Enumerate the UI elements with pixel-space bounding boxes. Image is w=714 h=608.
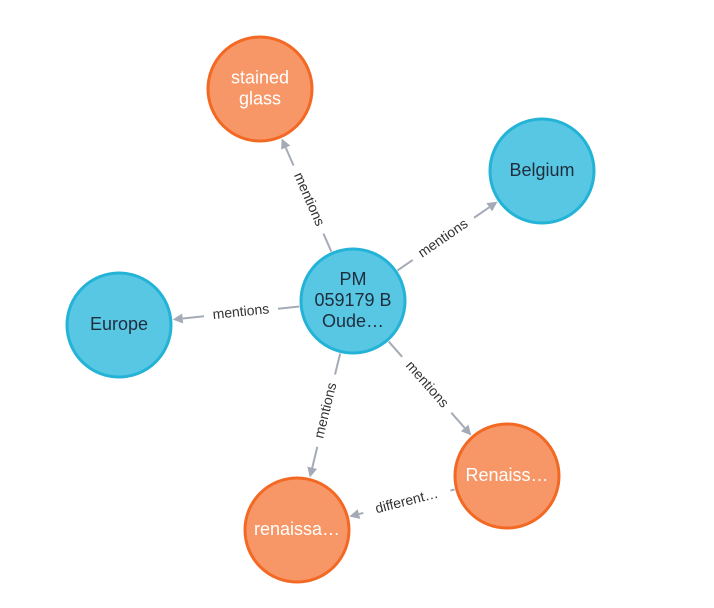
edge-line-segment: [358, 511, 364, 516]
edge-line-segment: [473, 206, 490, 219]
node-circle: [206, 35, 314, 143]
edge-label: mentions: [310, 381, 339, 440]
edge-line-segment: [450, 412, 466, 429]
edge-label: different…: [373, 485, 439, 517]
edge-line-segment: [277, 305, 300, 310]
edge-line-segment: [284, 147, 295, 166]
edge-line-segment: [387, 340, 403, 358]
node-label-line: Belgium: [509, 160, 574, 180]
node-label-line: 059179 B: [314, 290, 391, 310]
edge-line-segment: [396, 259, 414, 272]
edge-label: mentions: [291, 170, 328, 228]
edge-line-segment: [182, 315, 205, 320]
edge-arrowhead: [281, 138, 291, 150]
node-renaissa_lower[interactable]: renaissa…: [243, 476, 351, 584]
edge-pm-belgium[interactable]: mentions: [396, 201, 498, 272]
edge-label: mentions: [415, 215, 471, 260]
edge-line-segment: [311, 446, 319, 469]
edge-arrowhead: [460, 424, 472, 436]
edge-pm-renaiss_upper[interactable]: mentions: [387, 340, 472, 436]
edge-label: mentions: [403, 357, 453, 410]
node-label-line: PM: [340, 269, 367, 289]
node-renaiss_upper[interactable]: Renaiss…: [453, 422, 561, 530]
edge-renaiss_upper-renaissa_lower[interactable]: different…: [349, 485, 455, 519]
edge-line-segment: [334, 353, 342, 375]
edge-arrowhead: [172, 313, 184, 324]
node-circle: [488, 117, 596, 225]
node-belgium[interactable]: Belgium: [488, 117, 596, 225]
node-label-line: Renaiss…: [465, 465, 548, 485]
edge-label: mentions: [212, 300, 270, 322]
edge-line-segment: [322, 233, 333, 252]
node-circle: [453, 422, 561, 530]
node-label-line: Europe: [90, 314, 148, 334]
node-label-line: glass: [239, 88, 281, 108]
node-label-line: renaissa…: [254, 519, 340, 539]
node-circle: [65, 271, 173, 379]
node-label-line: stained: [231, 67, 289, 87]
edge-line-segment: [450, 488, 455, 492]
node-label-line: Oude…: [322, 311, 384, 331]
edge-pm-renaissa_lower[interactable]: mentions: [307, 353, 342, 478]
edge-pm-europe[interactable]: mentions: [172, 300, 300, 324]
node-circle: [299, 247, 407, 355]
edge-arrowhead: [486, 201, 498, 212]
edge-arrowhead: [307, 466, 318, 478]
edge-pm-stained[interactable]: mentions: [281, 138, 333, 252]
edge-arrowhead: [349, 509, 361, 519]
node-europe[interactable]: Europe: [65, 271, 173, 379]
node-circle: [243, 476, 351, 584]
